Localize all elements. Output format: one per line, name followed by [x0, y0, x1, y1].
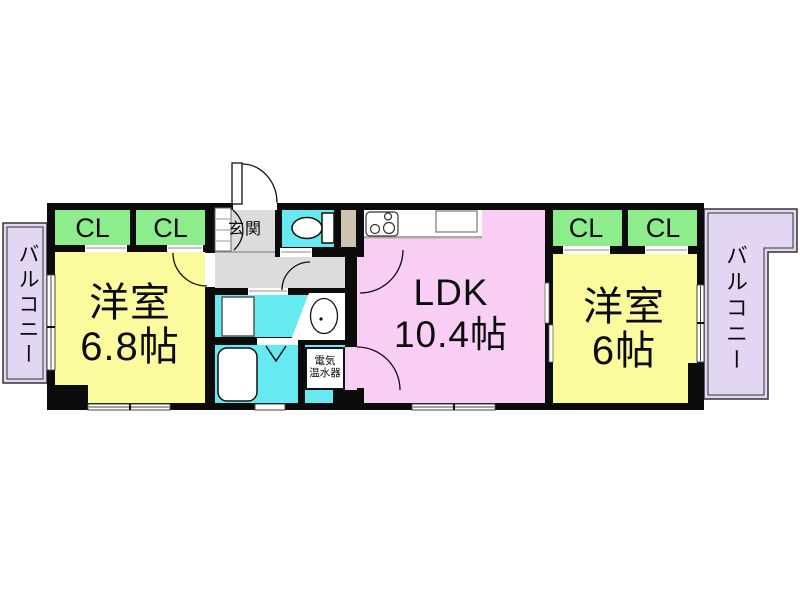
closet-left-2 — [136, 210, 205, 247]
closet-right-1 — [550, 210, 622, 247]
bathroom — [215, 345, 298, 403]
ldk-label: LDK 10.4帖 — [393, 272, 508, 355]
washroom — [215, 293, 345, 339]
storage-strip — [341, 207, 356, 248]
closet-left-2-label: CL — [153, 213, 188, 243]
balcony-right-label: バルコニー — [723, 244, 748, 374]
western-room-right — [550, 250, 698, 403]
western-room-left-label: 洋室 6.8帖 — [80, 281, 180, 369]
hallway — [215, 252, 357, 290]
closet-left-1-label: CL — [75, 213, 110, 243]
western-room-right-label: 洋室 6帖 — [583, 285, 665, 373]
balcony-left-label: バルコニー — [16, 242, 39, 368]
closet-right-1-label: CL — [568, 213, 604, 243]
closet-right-2 — [628, 210, 698, 247]
closet-left-1 — [55, 210, 130, 247]
entrance-label: 玄関 — [227, 221, 262, 238]
closet-right-2-label: CL — [645, 213, 681, 243]
water-heater-label: 電気 温水器 — [309, 355, 341, 379]
entrance-door-swing — [231, 162, 278, 205]
toilet-room — [282, 207, 334, 248]
